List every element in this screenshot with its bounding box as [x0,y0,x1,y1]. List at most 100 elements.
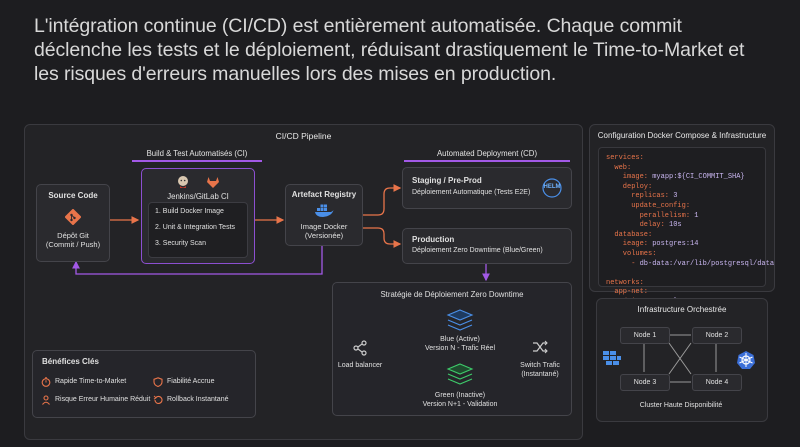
code-line: perallelism: 1 [606,212,774,222]
code-line: volumes: [606,250,774,260]
code-line: app-net: [606,288,774,298]
staging-card: Staging / Pre-Prod Déploiement Automatiq… [402,167,572,209]
code-key: app-net: [606,288,649,297]
code-key: delay: [606,221,670,230]
arrow-registry-staging [362,184,402,216]
ci-card: Jenkins/GitLab CI 1. Build Docker Image … [141,168,255,264]
user-icon [42,395,50,405]
registry-line1: Image Docker [300,222,348,231]
switch-label-1: Switch Trafic [520,362,560,369]
infra-node-2: Node 2 [692,327,742,344]
source-code-card: Source Code Dépôt Git (Commit / Push) [36,184,110,262]
benefit-1: Rapide Time-to-Market [55,378,127,385]
green-stack-icon [446,363,474,385]
kubernetes-icon [737,351,755,369]
code-key: volumes: [606,249,657,258]
arrow-registry-production [362,227,402,248]
shuffle-icon [533,340,548,354]
code-key: ieage: [606,240,653,249]
code-key: replicas: [606,192,674,201]
infra-title: Infrastructure Orchestrée [637,305,727,314]
pipeline-title: CI/CD Pipeline [275,131,332,141]
config-panel: Configuration Docker Compose & Infrastru… [589,124,775,306]
ci-title: Jenkins/GitLab CI [167,192,229,201]
blue-stack-icon [446,309,474,331]
zero-downtime-card: Stratégie de Déploiement Zero Downtime [332,282,572,416]
docker-icon [315,204,334,217]
code-key: deploy: [606,182,653,191]
rollback-icon [153,395,163,404]
staging-title: Staging / Pre-Prod [412,176,482,185]
production-title: Production [412,235,455,244]
benefit-4: Rollback Instantané [167,396,229,403]
production-card: Production Déploiement Zero Downtime (Bl… [402,228,572,264]
code-line: image: myapp:${CI_COMMIT_SHA} [606,173,774,183]
code-line: replicas: 3 [606,192,774,202]
ci-steps-box: 1. Build Docker Image 2. Unit & Integrat… [148,202,248,258]
ci-section-title: Build & Test Automatisés (CI) [146,149,248,158]
registry-line2: (Versionée) [304,231,344,240]
infra-node-1: Node 1 [620,327,670,344]
switch-label-2: (Instantané) [521,371,559,378]
code-value: db-data:/var/lib/postgresql/data [639,259,775,268]
benefit-3: Risque Erreur Humaine Réduit [55,396,151,403]
source-code-line1: Dépôt Git [57,231,89,240]
infra-node-3: Node 3 [620,374,670,391]
ci-step-2: 2. Unit & Integration Tests [155,224,236,231]
config-code-box: services: web: image: myapp:${CI_COMMIT_… [598,147,774,306]
code-key: image: [606,173,653,182]
code-key: web: [606,163,632,172]
green-label-2: Version N+1 - Validation [422,401,498,408]
green-label-1: Green (Inactive) [434,392,486,399]
code-key: services: [606,154,644,162]
shield-icon [153,377,163,387]
load-balancer-label: Load balancer [337,362,383,369]
code-value: 3 [673,192,678,201]
benefits-title: Bénéfices Clés [42,357,99,366]
code-key: perallelism: [606,211,695,220]
production-desc: Déploiement Zero Downtime (Blue/Green) [412,247,543,254]
helm-icon: HELM [540,177,564,199]
jenkins-icon [178,176,188,188]
code-value: myapp:${CI_COMMIT_SHA} [652,173,745,182]
headline: L'intégration continue (CI/CD) est entiè… [34,15,745,85]
config-code: services: web: image: myapp:${CI_COMMIT_… [606,154,774,308]
registry-card: Artefact Registry Image Docker (Versioné… [285,184,363,246]
code-line: update_config: [606,202,774,212]
code-key: update_config: [606,201,691,210]
code-value: 10s [669,221,682,230]
config-title: Configuration Docker Compose & Infrastru… [597,131,767,140]
cd-section-underline [404,160,570,162]
git-icon [65,209,81,225]
code-line: - db-data:/var/lib/postgresql/data [606,260,774,270]
infra-caption: Cluster Haute Disponibilité [639,402,723,409]
stopwatch-icon [41,377,51,387]
arrow-feedback-loop [72,244,323,275]
cd-section-title: Automated Deployment (CD) [436,149,538,158]
code-key: networks: [606,278,644,287]
docker-swarm-icon [603,351,621,365]
load-balancer-icon [353,340,367,356]
ci-step-1: 1. Build Docker Image [155,208,224,215]
code-line: database: [606,231,774,241]
blue-label-1: Blue (Active) [440,336,480,343]
ci-section-underline [132,160,262,162]
code-value: postgres:14 [652,240,699,249]
code-line: ieage: postgres:14 [606,240,774,250]
infra-node-4: Node 4 [692,374,742,391]
gitlab-icon [207,177,219,188]
code-key: database: [606,230,653,239]
blue-label-2: Version N - Trafic Réel [424,345,496,352]
ci-step-3: 3. Security Scan [155,240,206,247]
code-line: services: [606,154,774,164]
benefits-card: Bénéfices Clés Rapide Time-to-Market Fia… [32,350,256,418]
code-key: - [606,259,640,268]
code-line: delay: 10s [606,221,774,231]
zero-downtime-title: Stratégie de Déploiement Zero Downtime [380,290,524,299]
source-code-title: Source Code [48,191,98,200]
staging-desc: Déploiement Automatique (Tests E2E) [412,189,531,196]
registry-title: Artefact Registry [291,190,357,199]
helm-badge-text: HELM [543,184,561,190]
code-value: 1 [694,211,699,220]
